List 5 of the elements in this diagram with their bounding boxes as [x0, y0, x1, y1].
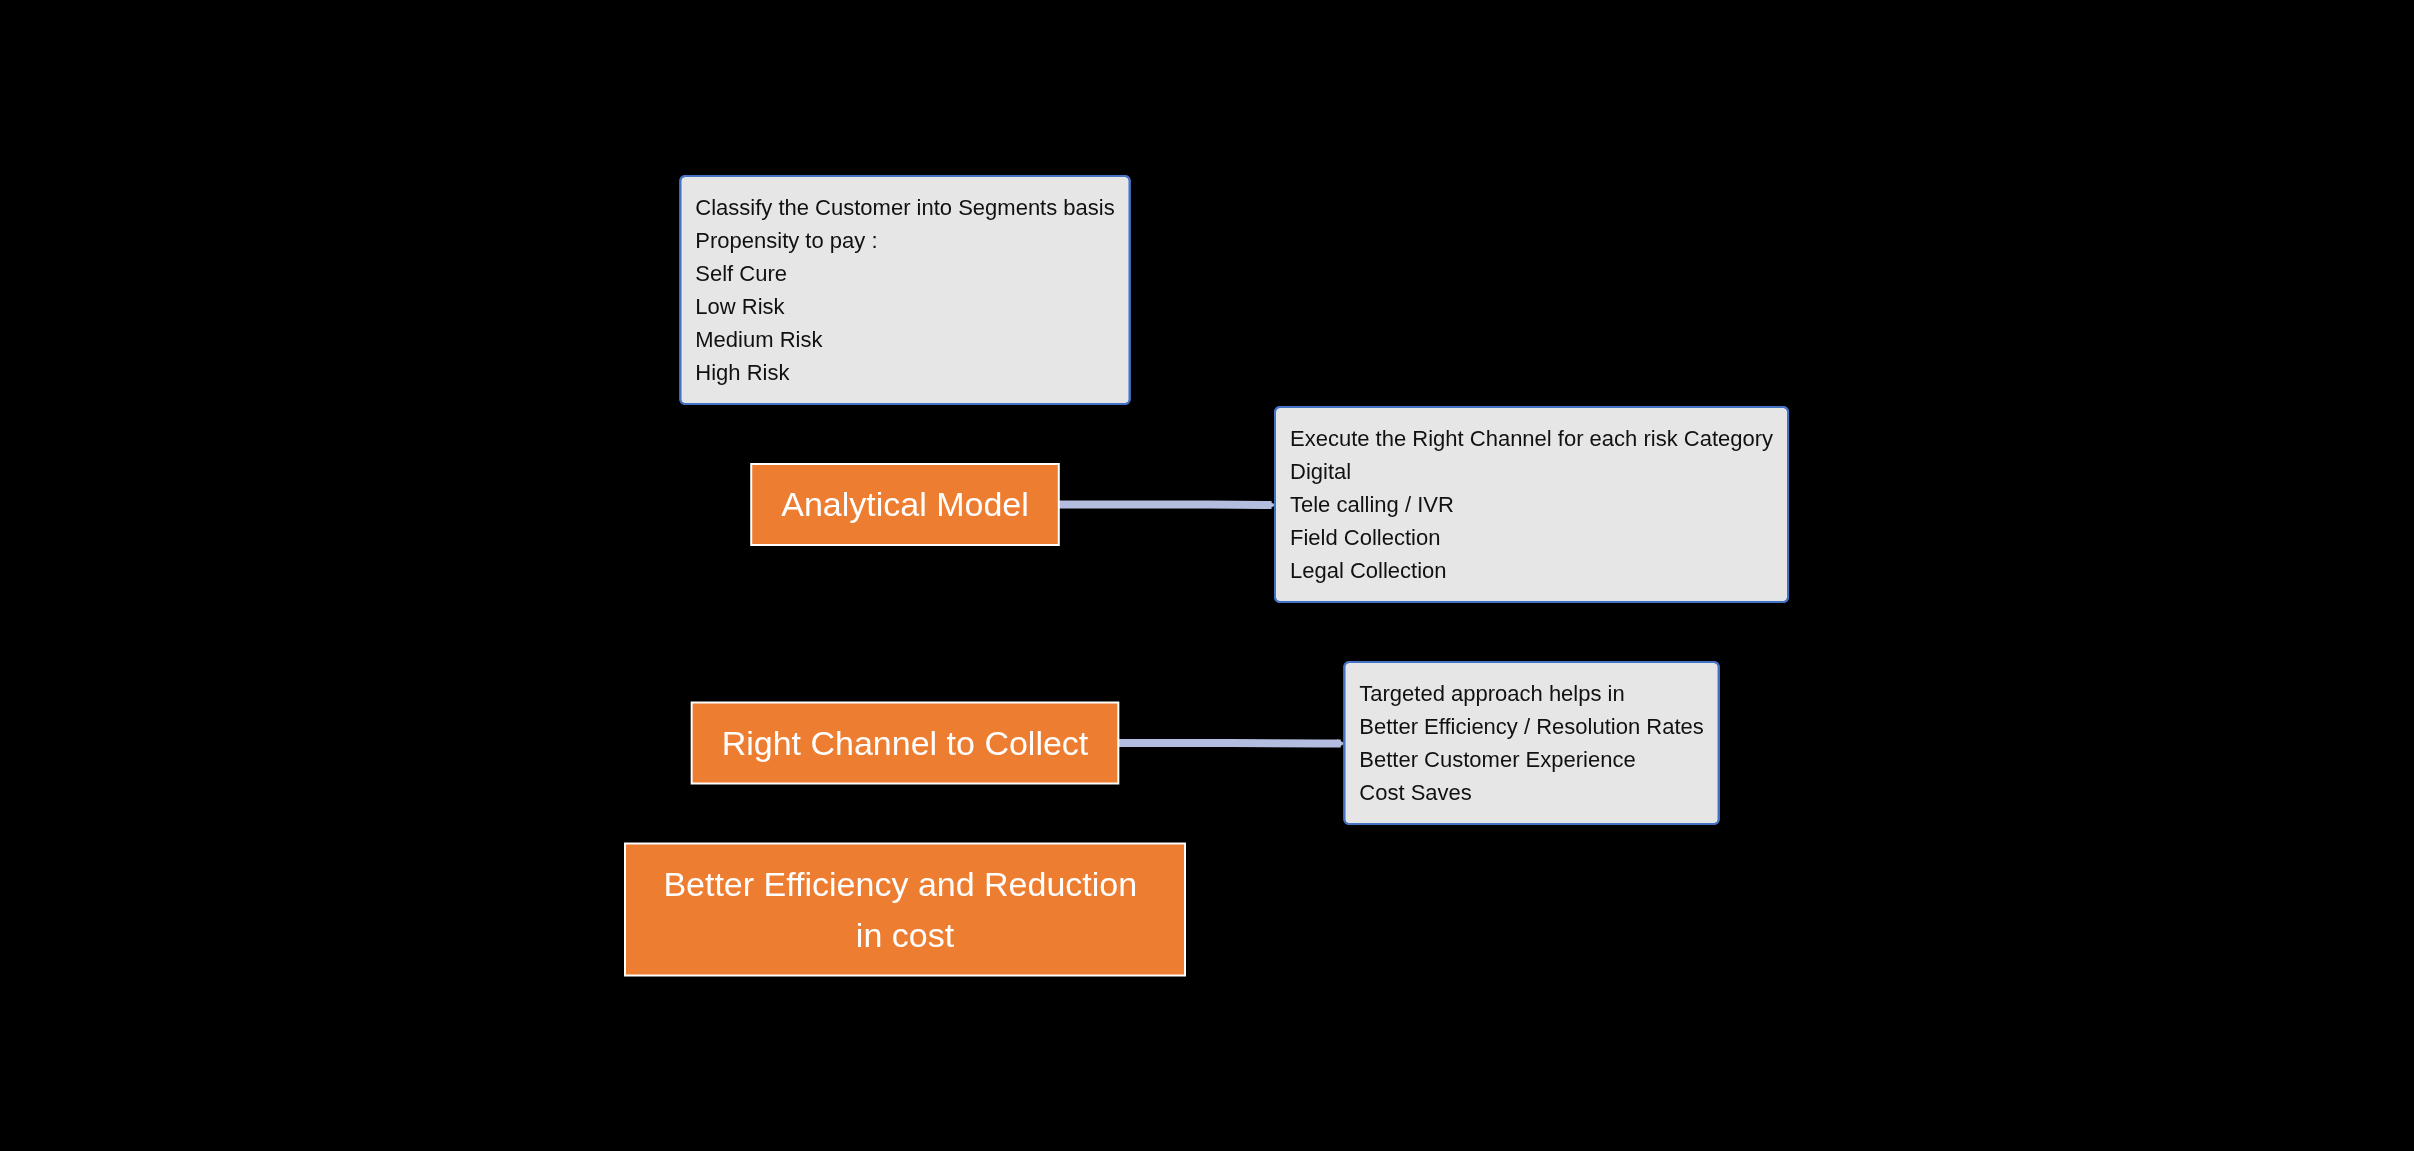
node-box: Analytical Model	[750, 462, 1061, 546]
arrow	[1118, 738, 1346, 748]
node-box: Right Channel to Collect	[691, 701, 1120, 785]
arrow	[1059, 500, 1277, 510]
node-box: Better Efficiency and Reduction in cost	[624, 842, 1187, 977]
